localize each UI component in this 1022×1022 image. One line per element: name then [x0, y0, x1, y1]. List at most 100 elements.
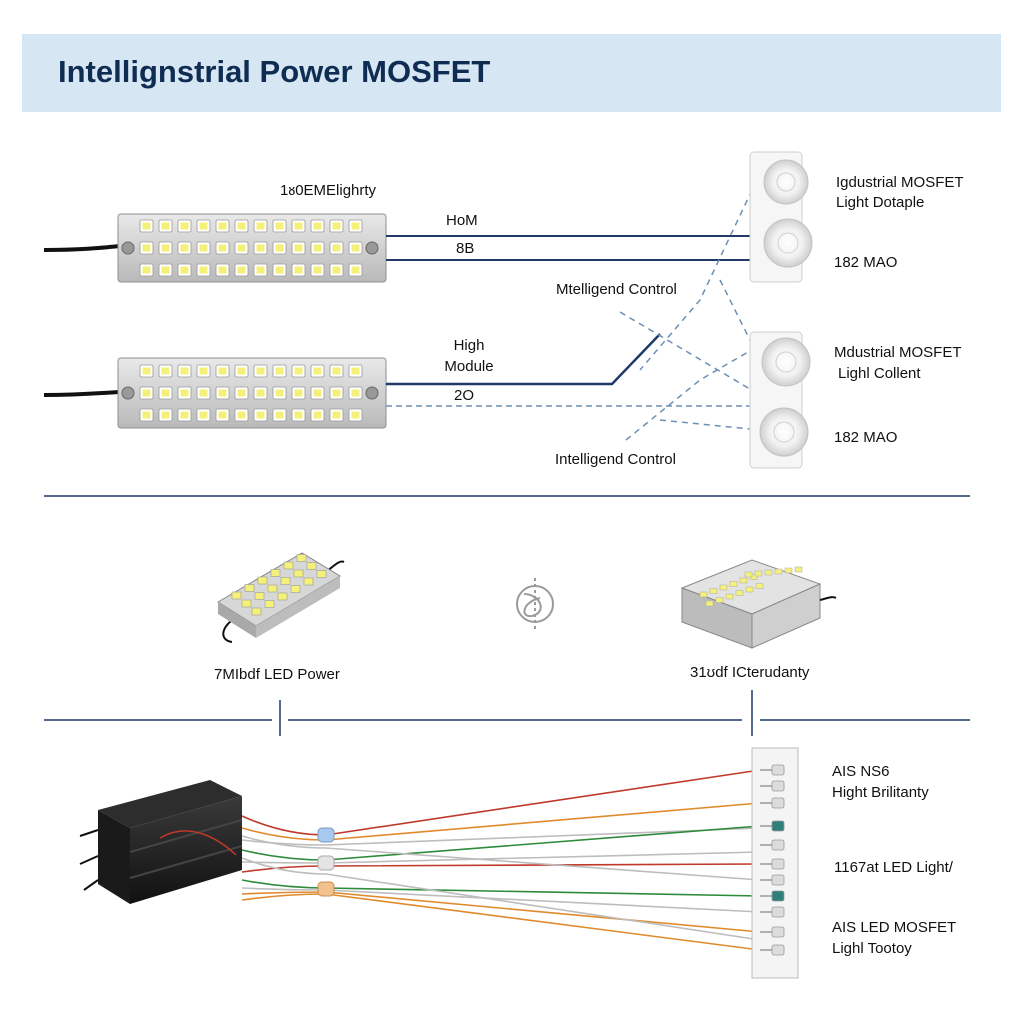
terminal-pin: [771, 780, 785, 792]
control-label-1: Mtelligend Control: [556, 281, 677, 298]
led-chip: [267, 584, 278, 593]
led-chip: [264, 600, 275, 608]
led-chip-core: [199, 367, 208, 375]
led-chip-core: [294, 244, 303, 252]
wire: [241, 857, 761, 941]
led-chip-core: [237, 389, 246, 397]
led-chip: [257, 576, 268, 585]
screw-icon: [365, 386, 379, 400]
led-chip: [735, 590, 744, 596]
wire: [241, 893, 761, 951]
led-chip: [254, 592, 265, 600]
led-chip-core: [256, 389, 265, 397]
led-chip-core: [256, 266, 265, 274]
strip-2-cable: [43, 390, 121, 397]
led-chip-core: [313, 222, 322, 230]
led-chip-core: [180, 411, 189, 419]
light-fixture-2: [749, 331, 811, 469]
led-chip: [705, 600, 714, 607]
fixture-2-label: Mdustrial MOSFET Lighl Collent: [834, 344, 962, 383]
bulb-icon: [763, 218, 813, 268]
led-chip-core: [313, 244, 322, 252]
led-chip: [729, 581, 738, 587]
led-chip: [744, 571, 753, 578]
led-chip-core: [313, 266, 322, 274]
led-chip-core: [313, 411, 322, 419]
led-chip-core: [237, 266, 246, 274]
led-chip-core: [199, 389, 208, 397]
led-chip-core: [256, 367, 265, 375]
led-chip: [794, 566, 803, 573]
terminal-pin: [771, 944, 785, 956]
led-chip: [241, 599, 252, 608]
led-chip: [316, 570, 327, 578]
led-chip-core: [161, 244, 170, 252]
screw-icon: [121, 386, 135, 400]
strip-2-label-line-2: Module: [444, 358, 494, 376]
line-label-hom: HoM: [446, 212, 478, 229]
output-label-1: AIS NS6 Hight Brilitanty: [832, 763, 929, 802]
led-chip-core: [275, 222, 284, 230]
led-controller-box: [680, 559, 837, 649]
terminal-pin: [771, 906, 785, 918]
led-strip-1: [43, 213, 387, 283]
led-chip: [270, 569, 281, 577]
led-chip-core: [161, 389, 170, 397]
led-chip: [754, 570, 763, 577]
led-chip-core: [294, 367, 303, 375]
terminal-pin: [771, 890, 785, 902]
led-chip-core: [218, 411, 227, 419]
power-supply-stack: [79, 780, 243, 904]
led-chip-core: [294, 389, 303, 397]
strip-1-leds: [121, 219, 379, 277]
led-chip: [784, 567, 793, 574]
line-label-2o: 2O: [454, 387, 475, 404]
led-chip: [244, 584, 255, 592]
output-label-1-line-1: AIS NS6: [832, 763, 890, 780]
led-chip-core: [142, 244, 151, 252]
led-panel-small: [217, 552, 345, 643]
control-label-2: Intelligend Control: [555, 451, 676, 468]
led-chip-core: [237, 411, 246, 419]
led-chip-core: [275, 244, 284, 252]
output-label-3-line-1: AIS LED MOSFET: [832, 919, 957, 936]
led-chip: [280, 577, 291, 585]
led-chip: [725, 593, 734, 600]
output-label-1-line-2: Hight Brilitanty: [832, 784, 929, 802]
led-chip: [755, 583, 764, 589]
wire: [241, 827, 761, 846]
led-power-label: 7MIbdf LED Power: [214, 666, 340, 683]
led-chip-core: [294, 411, 303, 419]
bulb-icon: [759, 407, 809, 457]
fixture-1-label-line-1: Igdustrial MOSFET: [836, 174, 964, 191]
separator-2: [44, 690, 970, 736]
led-chip: [303, 577, 314, 586]
control-dashed-lines: [619, 189, 761, 441]
led-chip-core: [218, 244, 227, 252]
led-chip-core: [142, 266, 151, 274]
led-chip: [719, 584, 728, 591]
strip-1-connections: [386, 235, 752, 261]
led-chip: [699, 591, 708, 598]
led-chip: [764, 569, 773, 576]
led-chip-core: [256, 411, 265, 419]
led-chip-core: [161, 411, 170, 419]
led-chip-core: [351, 222, 360, 230]
strip-1-label: 1ᴕ0EMElighrty: [280, 182, 377, 199]
led-chip-core: [313, 389, 322, 397]
led-chip-core: [180, 367, 189, 375]
line-label-8b: 8B: [456, 240, 475, 257]
led-chip-core: [256, 244, 265, 252]
wire: [241, 891, 761, 933]
led-chip-core: [332, 389, 341, 397]
center-symbol-icon: [516, 578, 554, 630]
led-strip-2: [43, 357, 387, 429]
led-chip-core: [199, 266, 208, 274]
output-label-3: AIS LED MOSFET Lighl Tootoy: [832, 919, 956, 958]
wire: [241, 835, 761, 881]
led-chip-core: [294, 266, 303, 274]
led-chip: [715, 597, 724, 603]
screw-icon: [121, 241, 135, 255]
led-chip: [231, 591, 242, 600]
